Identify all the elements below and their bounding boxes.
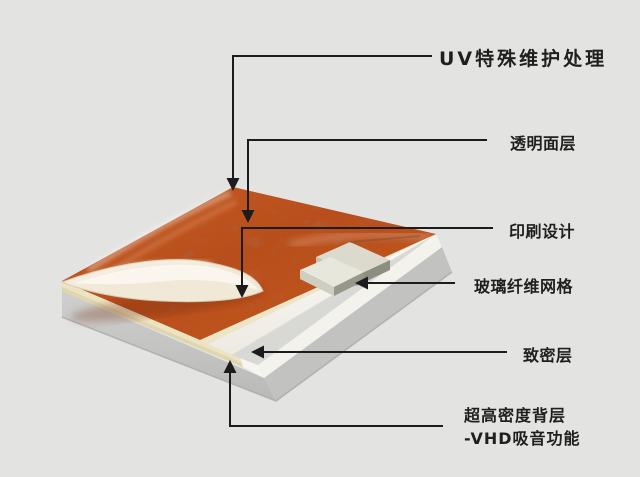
backing-layer-right-face-speckle — [264, 247, 452, 401]
label-print-design: 印刷设计 — [509, 222, 576, 241]
arrowhead-uv — [226, 178, 240, 191]
slab-side-faces — [61, 234, 453, 402]
leader-line-backing — [229, 371, 443, 427]
label-uv-treatment: UV特殊维护处理 — [439, 48, 608, 70]
mesh-block-shadow-under-edge — [349, 235, 421, 243]
label-fiberglass-mesh: 玻璃纤维网格 — [474, 277, 574, 296]
dense-layer-left-face — [240, 357, 264, 378]
film-fold-highlight — [76, 264, 258, 290]
dense-layer-right-face — [258, 234, 442, 378]
arrowhead-fiberglass — [355, 276, 368, 290]
leader-line-transparent — [247, 139, 487, 212]
arrowhead-transparent — [241, 210, 255, 223]
leader-line-uv — [232, 55, 432, 180]
leader-lines — [229, 55, 507, 427]
label-backing-layer-line2: -VHD吸音功能 — [464, 429, 581, 448]
leader-line-print — [241, 227, 493, 287]
label-backing-layer: 超高密度背层 -VHD吸音功能 — [464, 404, 581, 450]
surface-sheen-mid — [289, 231, 433, 248]
arrowhead-print — [235, 285, 249, 298]
mesh-block-front-right-face — [334, 272, 364, 296]
label-dense-layer: 致密层 — [523, 346, 573, 365]
label-backing-layer-line1: 超高密度背层 — [464, 406, 567, 425]
film-curl-edge — [69, 260, 213, 285]
label-transparent-layer: 透明面层 — [510, 134, 577, 153]
arrowhead-backing — [223, 360, 237, 373]
transparent-film-peel — [60, 259, 266, 322]
arrowhead-dense — [251, 345, 264, 359]
surface-sheen-back — [86, 190, 232, 273]
arrowheads — [223, 178, 368, 373]
mesh-block-front-top — [300, 257, 364, 287]
mesh-block-back-top — [316, 242, 390, 276]
slab-bottom-edge — [61, 271, 453, 402]
mesh-block-front-left-face — [300, 270, 334, 296]
